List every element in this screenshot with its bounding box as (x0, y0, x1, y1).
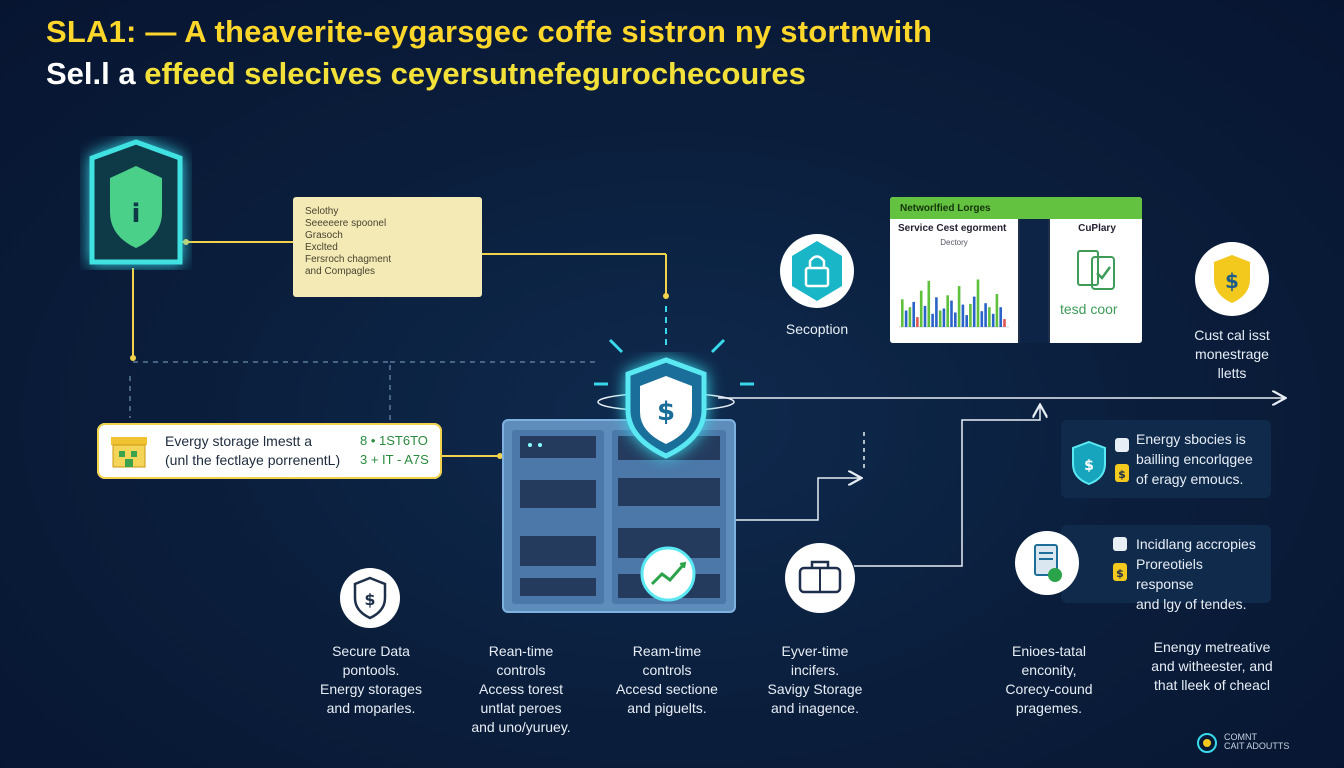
svg-text:i: i (132, 199, 141, 229)
caption-incidents: Eyver-time incifers. Savigy Storage and … (767, 643, 863, 716)
chart-bar (984, 303, 987, 327)
svg-text:$: $ (657, 397, 675, 427)
chart-bar (988, 307, 991, 327)
caption-realtime-2: Ream-time controls Accesd sectione and p… (616, 643, 718, 716)
energy-value-1: 8 • 1ST6TO (360, 433, 428, 448)
caption-total-security: Enioes-tatal enconity, Corecy-cound prag… (1005, 643, 1093, 716)
store-icon (111, 437, 147, 468)
server-rack-illustration: $ (502, 357, 736, 613)
note-line: and Compagles (305, 266, 376, 277)
chart-bar (991, 313, 995, 327)
title-prefix-1: SLA1: — (46, 14, 185, 49)
coin-shield-icon: $ (1195, 242, 1269, 316)
note-line: Grasoch (305, 230, 343, 241)
chart-bar (935, 297, 938, 327)
chart-subtitle: Dectory (940, 238, 968, 247)
svg-text:$: $ (1118, 468, 1126, 481)
chart-bar (927, 280, 931, 327)
chart-panel-left: Service Cest egorment Dectory (890, 219, 1020, 343)
chart-bar (995, 294, 999, 327)
note-line: Seeeeere spoonel (305, 218, 387, 229)
caption-secure-data: Secure Data pontools. Energy storages an… (320, 643, 422, 716)
chart-bar (999, 307, 1002, 327)
right-info-box-1: $ $ Energy sbocies is bailling encorlqge… (1061, 420, 1271, 498)
note-line: Exclted (305, 242, 338, 253)
chart-bar (916, 317, 919, 327)
footer-text: COMNT CAIT ADOUTTS (1224, 732, 1290, 751)
document-coin-icon: $ (1015, 531, 1127, 595)
shield-coin-icon: $ $ (1072, 438, 1129, 486)
cust-list-text: Cust cal isst monestrage lletts (1194, 327, 1270, 381)
incident-briefcase-icon (785, 543, 855, 613)
energy-line-2: (unl the fectlaye porrenentL) (165, 452, 341, 468)
chart-bar (950, 300, 953, 327)
energy-line-1: Evergy storage lmestt a (165, 433, 313, 449)
chart-bar (942, 308, 946, 327)
chart-bar (901, 299, 904, 327)
svg-text:$: $ (364, 590, 375, 609)
lock-hexagon-icon (780, 234, 854, 308)
svg-text:$: $ (1225, 269, 1239, 293)
chart-bar (972, 296, 976, 327)
chart-bar (919, 290, 923, 327)
chart-bar (957, 286, 961, 327)
chart-bar (938, 310, 942, 327)
chart-bar (961, 304, 965, 327)
page-title-line-1: SLA1: — A theaverite-eygarsgec coffe sis… (46, 14, 932, 50)
caption-realtime-1: Rean-time controls Access torest untlat … (471, 643, 571, 735)
chart-bar (931, 313, 934, 327)
chart-bar (954, 312, 957, 327)
seception-label: Secoption (785, 321, 849, 337)
chart-bar (912, 301, 915, 327)
note-box: Selothy Seeeeere spoonel Grasoch Exclted… (293, 197, 482, 297)
energy-storage-panel[interactable]: Evergy storage lmestt a (unl the fectlay… (97, 423, 442, 479)
energy-value-2: 3 + IT - A7S (360, 452, 429, 467)
secure-data-shield-icon: $ (340, 568, 400, 628)
footer-logo-icon (1197, 733, 1217, 753)
svg-text:$: $ (1084, 458, 1094, 474)
chart-bar (1003, 319, 1006, 327)
chart-panel-right: CuPlary tesd coor (1048, 219, 1142, 343)
phone-check-icon (1077, 250, 1115, 290)
network-chart-card: Networlfied Lorges Service Cest egorment… (890, 197, 1142, 343)
security-shield-icon: i (89, 139, 183, 265)
caption-energy-retreat: Enengy metreative and witheester, and th… (1151, 639, 1273, 693)
title-prefix-2: Sel.l a (46, 56, 145, 91)
note-line: Fersroch chagment (305, 254, 392, 265)
svg-text:$: $ (1116, 567, 1124, 580)
chart-bar (965, 315, 968, 327)
right-panel-title: CuPlary (1078, 223, 1116, 234)
chart-bar (904, 310, 908, 327)
title-main-2: effeed selecives ceyersutnefegurochecour… (144, 56, 806, 91)
title-main-1: A theaverite-eygarsgec coffe sistron ny … (184, 14, 933, 49)
chart-bar (980, 311, 984, 327)
chart-bar (946, 295, 949, 327)
chart-bar (969, 303, 972, 327)
chart-title: Service Cest egorment (898, 223, 1007, 234)
right-panel-text: tesd coor (1060, 301, 1118, 317)
right-info-box-2: $ Incidlang accropies Proreotiels respon… (1015, 525, 1271, 612)
bar-chart (899, 279, 1009, 328)
page-title-line-2: Sel.l a effeed selecives ceyersutnefegur… (46, 56, 806, 92)
chart-bar (976, 279, 980, 327)
chart-card-header: Networlfied Lorges (890, 197, 1142, 219)
chart-bar (908, 307, 912, 327)
note-line: Selothy (305, 206, 339, 217)
chart-bar (923, 305, 927, 327)
